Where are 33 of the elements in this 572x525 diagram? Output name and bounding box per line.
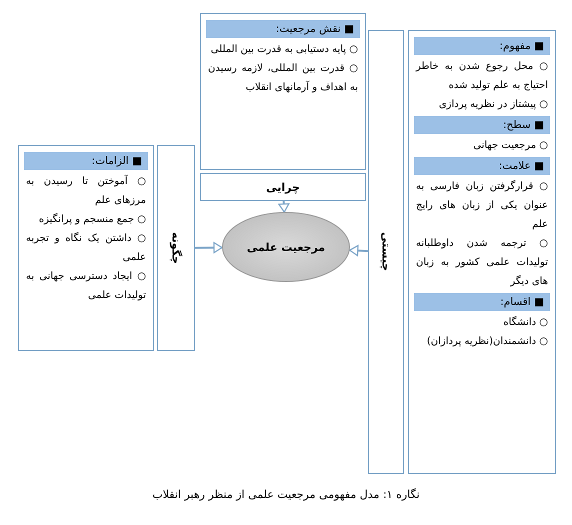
section-heading: ■ اقسام: — [414, 293, 550, 311]
label-panel — [157, 145, 195, 351]
section-heading: ■ علامت: — [414, 157, 550, 175]
bullet-text: ○ آموختن تا رسیدن به مرزهای علم — [26, 174, 146, 208]
label-panel — [200, 173, 366, 201]
bullet-text: ○ ترجمه شدن داوطلبانه تولیدات علمی کشور به زبان های دیگر — [416, 237, 548, 289]
bullet-text: ○ قدرت بین المللی، لازمه رسیدن به اهداف و آرمانهای انقلاب — [208, 62, 358, 95]
bullet-text: ○ محل رجوع شدن به خاطر احتیاج به علم تولید شده — [416, 60, 548, 93]
panel-label: چگونه — [170, 232, 182, 264]
bullet-text: ○ ایجاد دسترسی جهانی به تولیدات علمی — [26, 270, 146, 303]
label-panel — [368, 30, 404, 474]
content-panel — [18, 145, 154, 351]
section-heading: ■ نقش مرجعیت: — [206, 20, 360, 38]
section-heading: ■ الزامات: — [24, 152, 148, 170]
bullet-text: ○ داشتن یک نگاه و تجربه علمی — [26, 231, 146, 265]
bullet-text: ○ دانشمندان(نظریه پردازان) — [426, 335, 548, 349]
panel-label: چیستی — [380, 232, 392, 272]
bullet-text: ○ پایه دستیابی به قدرت بین المللی — [210, 43, 358, 57]
content-panel — [408, 30, 556, 474]
panel-label: چرایی — [266, 180, 300, 194]
arrow — [195, 242, 223, 254]
section-heading: ■ سطح: — [414, 116, 550, 134]
figure-caption: نگاره ۱: مدل مفهومی مرجعیت علمی از منظر رهبر انقلاب — [151, 488, 421, 501]
bullet-text: ○ پیشتاز در نظریه پردازی — [438, 98, 548, 112]
content-panel — [200, 13, 366, 170]
concept-title: مرجعیت علمی — [246, 240, 326, 254]
section-heading: ■ مفهوم: — [414, 37, 550, 55]
arrow — [349, 245, 368, 256]
bullet-text: ○ قرارگرفتن زبان فارسی به عنوان یکی از زبان های رایج علم — [416, 179, 548, 232]
bullet-text: ○ دانشگاه — [502, 315, 548, 330]
bullet-text: ○ مرجعیت جهانی — [472, 139, 548, 153]
bullet-text: ○ جمع منسجم و پرانگیزه — [38, 212, 146, 227]
arrow — [278, 200, 290, 213]
